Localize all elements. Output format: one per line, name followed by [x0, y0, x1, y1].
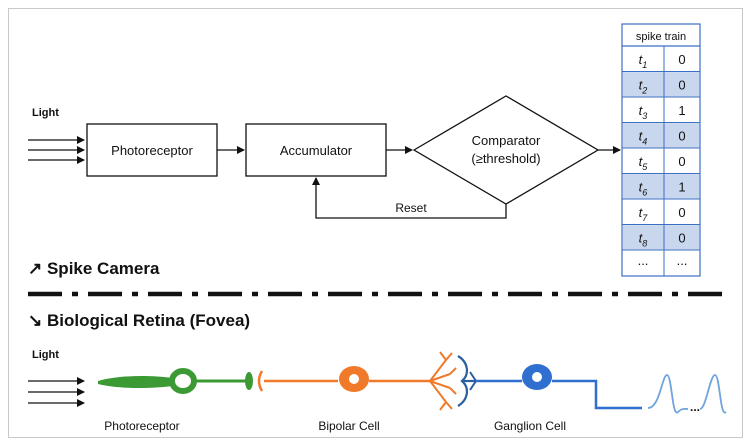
spike-value-ellipsis: ... — [677, 253, 688, 268]
spike-train-table: spike train t1 0 t2 0 t3 1 t4 0 t5 0 t6 1 t7 0 t8 0....… — [621, 23, 701, 277]
spike-time-label: t4 — [639, 128, 648, 146]
ganglion-cell-drawing — [457, 355, 642, 410]
photoreceptor-cell-drawing — [98, 368, 253, 394]
spike-time-label: t8 — [639, 230, 648, 248]
spike-train-header: spike train — [636, 31, 686, 43]
spike-time-label: t1 — [639, 52, 648, 70]
comparator-threshold-label: (≥threshold) — [471, 151, 540, 166]
accumulator-label: Accumulator — [280, 143, 353, 158]
retina-photoreceptor-label: Photoreceptor — [104, 419, 179, 433]
spike-value: 1 — [678, 179, 685, 194]
spike-row-shade — [622, 174, 700, 199]
spike-value: 0 — [678, 52, 685, 67]
light-label-bottom: Light — [32, 349, 59, 361]
diagram-frame — [8, 8, 743, 438]
spike-time-label: t3 — [639, 103, 648, 121]
photoreceptor-label: Photoreceptor — [111, 143, 193, 158]
wave-ellipsis: ... — [690, 400, 700, 414]
spike-value: 0 — [678, 154, 685, 169]
spike-row-shade — [622, 123, 700, 148]
spike-row-shade — [622, 72, 700, 97]
spike-value: 0 — [678, 230, 685, 245]
spike-time-label: t7 — [639, 205, 649, 223]
spike-value: 0 — [678, 77, 685, 92]
spike-time-label: t2 — [639, 77, 648, 95]
spike-value: 1 — [678, 103, 685, 118]
light-rays-bottom — [28, 377, 85, 407]
reset-label: Reset — [395, 201, 427, 215]
spike-row-shade — [622, 225, 700, 250]
spike-time-label: t5 — [639, 154, 649, 172]
action-potential-wave — [647, 374, 727, 414]
light-label-top: Light — [32, 107, 59, 119]
spike-value: 0 — [678, 128, 685, 143]
spike-value: 0 — [678, 205, 685, 220]
ganglion-cell-label: Ganglion Cell — [494, 419, 566, 433]
photoreceptor-box — [86, 123, 218, 177]
retina-title: ↘ Biological Retina (Fovea) — [28, 311, 250, 330]
comparator-label: Comparator — [472, 133, 541, 148]
spike-time-ellipsis: ... — [638, 253, 649, 268]
reset-feedback-line — [312, 177, 507, 219]
accumulator-box — [245, 123, 387, 177]
bipolar-cell-drawing — [257, 351, 457, 411]
spike-time-label: t6 — [639, 179, 648, 197]
bipolar-cell-label: Bipolar Cell — [318, 419, 379, 433]
comparator-diamond — [412, 95, 600, 205]
spike-camera-title: ↗ Spike Camera — [28, 259, 160, 278]
light-rays-top — [28, 136, 85, 164]
